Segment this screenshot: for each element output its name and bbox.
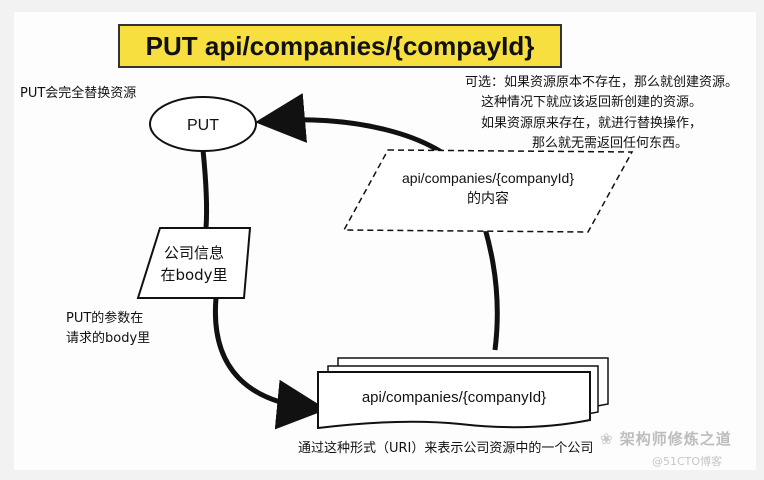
- put-to-body-line: [200, 149, 210, 229]
- resource-label: api/companies/{companyId}: [362, 389, 546, 406]
- body-info-label-2: 在body里: [160, 266, 227, 284]
- body-to-resource-arrow: [212, 297, 327, 430]
- watermark-main-text: 架构师修炼之道: [619, 430, 732, 448]
- optional-note-line-4: 那么就无需返回任何东西。: [531, 136, 688, 151]
- content-label-2: 的内容: [467, 190, 509, 207]
- put-node-label: PUT: [187, 117, 219, 134]
- wechat-icon: ❀: [600, 430, 620, 448]
- params-note-line-2: 请求的body里: [66, 331, 151, 346]
- uri-note: 通过这种形式（URI）来表示公司资源中的一个公司: [298, 441, 594, 456]
- put-replace-note: PUT会完全替换资源: [20, 86, 137, 101]
- put-node: [149, 96, 257, 152]
- content-label-1: api/companies/{companyId}: [402, 170, 574, 186]
- body-info-node: [136, 227, 252, 299]
- page-title: PUT api/companies/{compayId}: [118, 24, 562, 68]
- watermark-site: @51CTO博客: [652, 455, 723, 468]
- watermark-main: ❀ 架构师修炼之道: [600, 428, 732, 449]
- content-node: [342, 149, 634, 233]
- params-note-line-1: PUT的参数在: [66, 311, 144, 326]
- optional-note-line-3: 如果资源原来存在，就进行替换操作，: [480, 116, 702, 131]
- optional-note-line-1: 可选：如果资源原本不存在，那么就创建资源。: [464, 75, 738, 90]
- resource-node: [317, 357, 609, 430]
- optional-note-line-2: 这种情况下就应该返回新创建的资源。: [480, 95, 702, 110]
- body-info-label-1: 公司信息: [164, 244, 224, 262]
